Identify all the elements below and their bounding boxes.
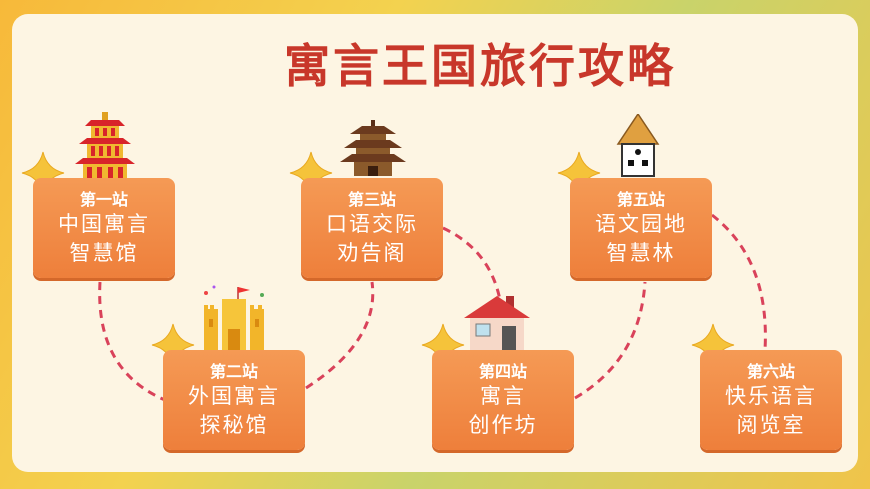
station-name-line2: 创作坊 (468, 413, 538, 437)
station-name-line2: 劝告阁 (337, 241, 407, 265)
station-card-5[interactable]: 第五站 语文园地 智慧林 (570, 178, 712, 278)
station-label: 第二站 (209, 362, 258, 381)
tower-icon (616, 114, 660, 177)
station-label: 第四站 (478, 362, 527, 381)
station-label: 第六站 (746, 362, 795, 381)
station-name-line2: 探秘馆 (199, 413, 269, 437)
station-name-line1: 外国寓言 (188, 384, 280, 408)
pavilion-icon (75, 112, 135, 178)
station-name-line1: 中国寓言 (58, 212, 150, 236)
station-name-line1: 语文园地 (595, 212, 687, 236)
station-label: 第一站 (79, 190, 128, 209)
station-name-line2: 智慧林 (606, 241, 676, 265)
station-card-4[interactable]: 第四站 寓言 创作坊 (432, 350, 574, 450)
house-icon (464, 296, 530, 350)
station-card-6[interactable]: 第六站 快乐语言 阅览室 (700, 350, 842, 450)
station-card-2[interactable]: 第二站 外国寓言 探秘馆 (163, 350, 305, 450)
route-5-6 (711, 213, 767, 351)
station-name-line1: 口语交际 (326, 212, 418, 236)
pagoda-icon (340, 120, 406, 176)
station-label: 第五站 (616, 190, 665, 209)
station-name-line1: 快乐语言 (725, 384, 817, 408)
station-label: 第三站 (347, 190, 396, 209)
station-name-line2: 智慧馆 (69, 241, 139, 265)
station-name-line1: 寓言 (480, 384, 526, 408)
route-2-3 (305, 281, 375, 390)
station-name-line2: 阅览室 (736, 413, 806, 437)
page-title: 寓言王国旅行攻略 (284, 39, 676, 93)
station-card-3[interactable]: 第三站 口语交际 劝告阁 (301, 178, 443, 278)
castle-icon (204, 285, 264, 351)
station-card-1[interactable]: 第一站 中国寓言 智慧馆 (33, 178, 175, 278)
route-1-2 (98, 281, 166, 402)
route-4-5 (574, 281, 647, 400)
route-3-4 (442, 226, 502, 301)
